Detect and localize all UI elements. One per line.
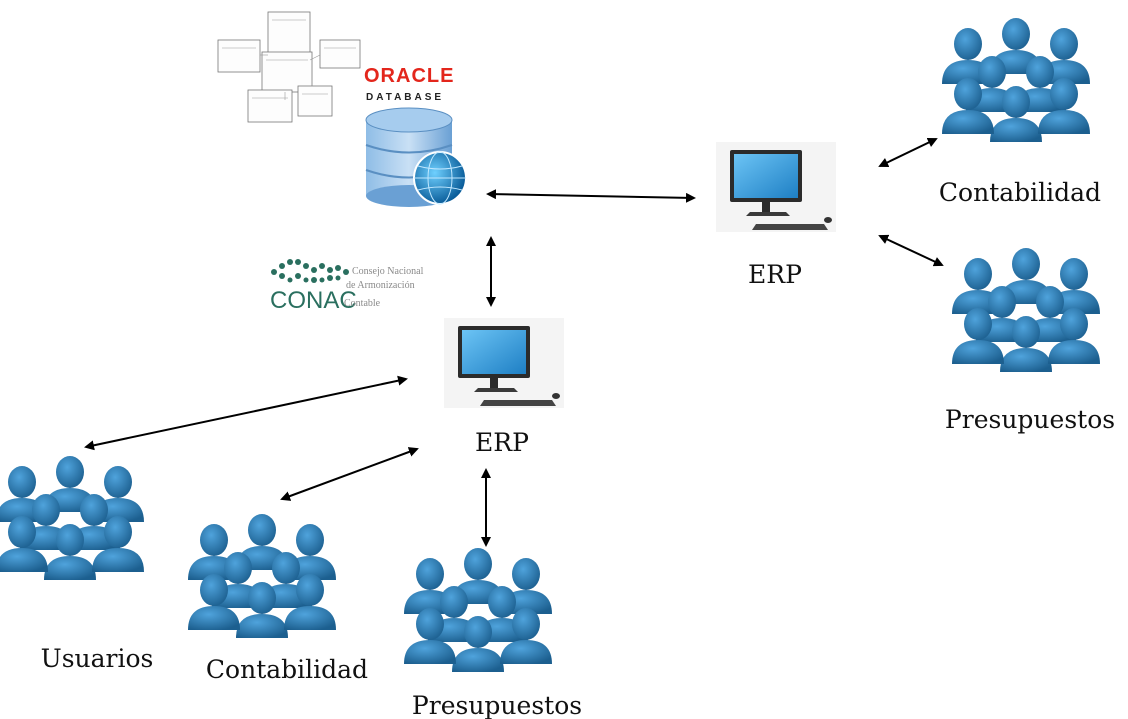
- erp-center-label: ERP: [475, 428, 529, 457]
- presupuestos-right-label: Presupuestos: [945, 405, 1115, 434]
- usuarios-user-group-icon: [0, 456, 144, 580]
- conac-line-3: Contable: [344, 298, 381, 309]
- conac-line-1: Consejo Nacional: [352, 266, 424, 277]
- oracle-logo: ORACLE DATABASE: [364, 65, 454, 103]
- arrow-oracle-erp-right: [486, 189, 696, 203]
- erp-right-label: ERP: [748, 260, 802, 289]
- erp-right-computer-icon: [716, 142, 836, 232]
- arrow-erp-center-contabilidad: [280, 447, 419, 501]
- contabilidad-left-user-group-icon: [188, 514, 336, 638]
- presupuestos-bottom-label: Presupuestos: [412, 691, 582, 719]
- erp-center-computer-icon: [444, 318, 564, 408]
- conac-dots-icon: [271, 259, 349, 283]
- conac-line-2: de Armonización: [346, 280, 415, 291]
- oracle-logo-text: ORACLE: [364, 65, 454, 87]
- arrow-erp-right-presupuestos: [878, 234, 944, 267]
- database-globe-icon: [365, 107, 467, 207]
- arrow-erp-right-contabilidad: [878, 137, 938, 168]
- presupuestos-bottom-user-group-icon: [404, 548, 552, 672]
- schema-diagram-icon: [217, 11, 361, 123]
- contabilidad-right-label: Contabilidad: [939, 178, 1101, 207]
- presupuestos-right-user-group-icon: [952, 248, 1100, 372]
- contabilidad-left-label: Contabilidad: [206, 655, 368, 684]
- contabilidad-right-user-group-icon: [942, 18, 1090, 142]
- arrow-erp-center-usuarios: [84, 375, 408, 451]
- oracle-logo-subtext: DATABASE: [366, 92, 444, 103]
- conac-logo-text: CONAC: [270, 287, 357, 314]
- conac-logo: Consejo Nacional de Armonización CONAC C…: [270, 259, 424, 314]
- usuarios-label: Usuarios: [41, 644, 154, 673]
